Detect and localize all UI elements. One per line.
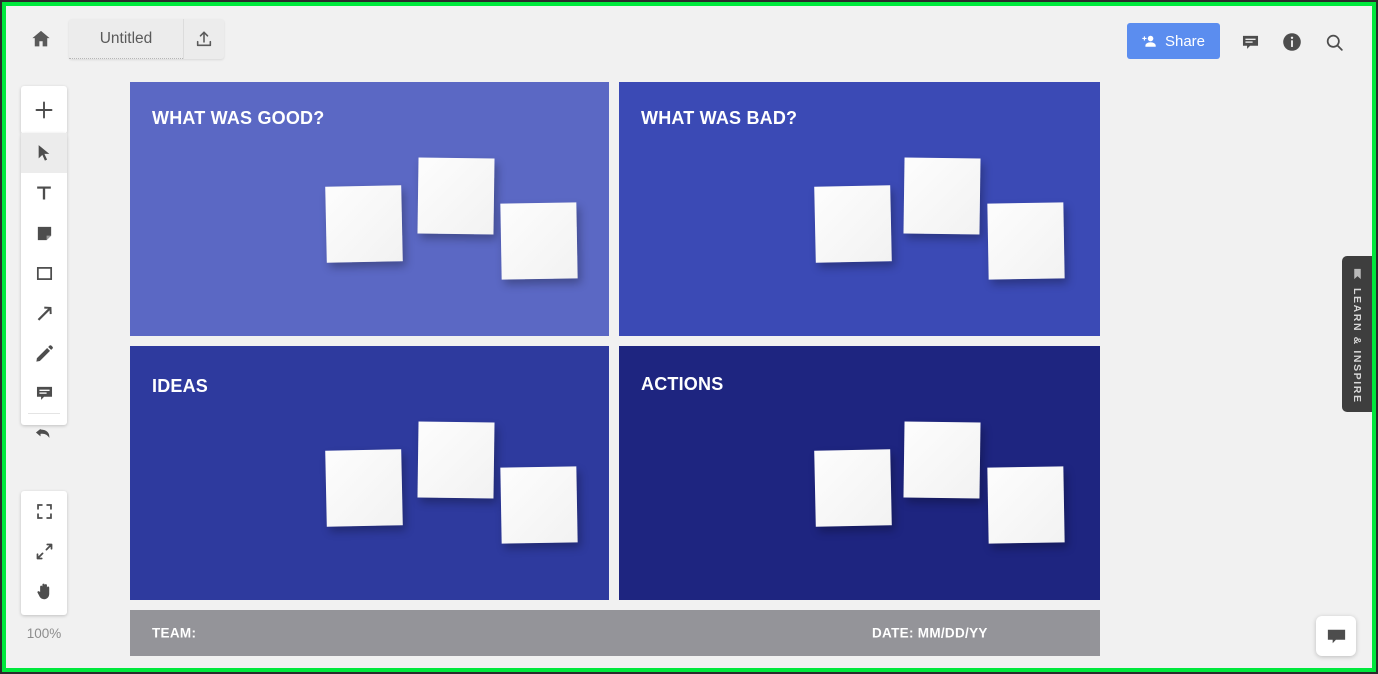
bookmark-icon: [1351, 266, 1364, 282]
sticky-note[interactable]: [814, 185, 892, 263]
info-icon[interactable]: [1278, 28, 1306, 56]
arrow-icon[interactable]: [21, 293, 67, 333]
toolbar-tools-panel: [21, 133, 67, 438]
team-label: TEAM:: [152, 625, 197, 641]
toolbar-divider: [28, 413, 60, 414]
upload-icon[interactable]: [183, 19, 224, 59]
add-icon[interactable]: [21, 86, 67, 134]
top-bar: Untitled Share: [6, 6, 1372, 70]
sticky-note[interactable]: [325, 185, 403, 263]
quadrant-ideas[interactable]: IDEAS: [130, 346, 609, 600]
sticky-note[interactable]: [903, 421, 981, 499]
chat-widget-button[interactable]: [1316, 616, 1356, 656]
comment-icon[interactable]: [21, 373, 67, 413]
document-title-group: Untitled: [69, 19, 224, 59]
board-canvas[interactable]: WHAT WAS GOOD? WHAT WAS BAD? IDEAS: [76, 70, 1372, 668]
sticky-note[interactable]: [500, 466, 578, 544]
learn-and-inspire-tab[interactable]: LEARN & INSPIRE: [1342, 256, 1372, 412]
cursor-icon[interactable]: [21, 133, 67, 173]
text-icon[interactable]: [21, 173, 67, 213]
rectangle-icon[interactable]: [21, 253, 67, 293]
document-title-input[interactable]: Untitled: [69, 19, 183, 59]
sticky-note[interactable]: [500, 202, 578, 280]
sticky-note[interactable]: [903, 157, 981, 235]
search-icon[interactable]: [1320, 28, 1348, 56]
zoom-level-label[interactable]: 100%: [26, 626, 62, 641]
person-add-icon: [1139, 32, 1158, 51]
sticky-note[interactable]: [325, 449, 403, 527]
hand-icon[interactable]: [21, 571, 67, 611]
board-footer[interactable]: TEAM: DATE: MM/DD/YY: [130, 610, 1100, 656]
quadrant-actions[interactable]: ACTIONS: [619, 346, 1100, 600]
quadrant-title: ACTIONS: [641, 374, 724, 394]
sticky-note[interactable]: [814, 449, 892, 527]
chat-bubble-icon: [1325, 625, 1348, 648]
undo-icon[interactable]: [21, 414, 67, 454]
retrospective-board: WHAT WAS GOOD? WHAT WAS BAD? IDEAS: [130, 82, 1100, 656]
share-button[interactable]: Share: [1126, 23, 1220, 59]
sticky-note-icon[interactable]: [21, 213, 67, 253]
quadrant-title: WHAT WAS GOOD?: [152, 108, 325, 128]
comment-icon[interactable]: [1236, 28, 1264, 56]
sticky-note[interactable]: [987, 466, 1065, 544]
home-icon[interactable]: [26, 24, 56, 54]
toolbar-view-panel: [21, 491, 67, 615]
date-label: DATE: MM/DD/YY: [872, 625, 988, 641]
quadrant-title: IDEAS: [152, 376, 209, 396]
fit-screen-icon[interactable]: [21, 491, 67, 531]
sticky-note[interactable]: [417, 421, 495, 499]
learn-and-inspire-label: LEARN & INSPIRE: [1351, 288, 1363, 404]
quadrant-good[interactable]: WHAT WAS GOOD?: [130, 82, 609, 336]
expand-icon[interactable]: [21, 531, 67, 571]
share-button-label: Share: [1164, 32, 1205, 50]
pen-icon[interactable]: [21, 333, 67, 373]
quadrant-bad[interactable]: WHAT WAS BAD?: [619, 82, 1100, 336]
sticky-note[interactable]: [987, 202, 1065, 280]
sticky-note[interactable]: [417, 157, 495, 235]
quadrant-title: WHAT WAS BAD?: [641, 108, 798, 128]
app-window: Untitled Share: [6, 6, 1372, 668]
toolbar-add-panel: [21, 86, 67, 134]
